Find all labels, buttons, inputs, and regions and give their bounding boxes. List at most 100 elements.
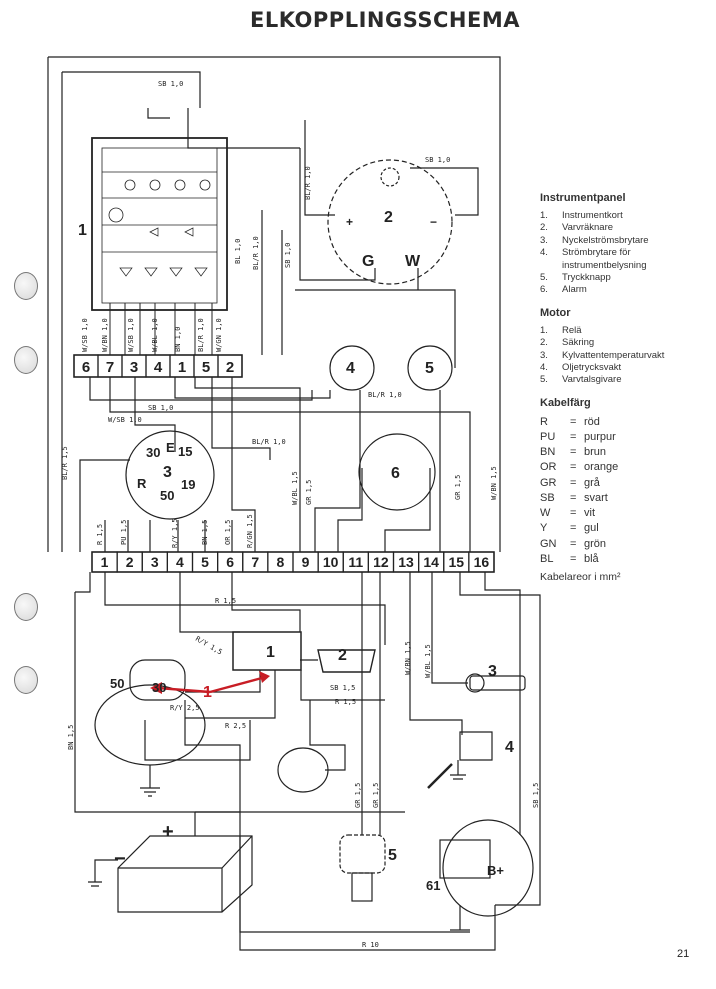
lamp-icon — [199, 179, 211, 191]
ignition-switch-icon — [125, 430, 215, 520]
ign-30-label: 30 — [146, 445, 160, 460]
cable-code: PU — [540, 431, 556, 444]
wire-label: SB 1,0 — [158, 80, 183, 88]
cable-color-row: Y=gul — [540, 521, 712, 536]
cable-color-name: brun — [584, 446, 607, 459]
push-button-number: 5 — [425, 360, 434, 377]
pin-label: 3 — [151, 554, 159, 570]
starter-50-label: 50 — [110, 676, 124, 691]
legend-item-text: Tryckknapp — [562, 272, 611, 284]
cable-code: SB — [540, 491, 555, 504]
wire-label: BN 1,0 — [174, 327, 182, 352]
tach-minus-label: − — [430, 215, 437, 229]
unit-note: Kabelareor i mm² — [540, 570, 621, 583]
pin-label: 6 — [82, 359, 90, 376]
binder-hole — [14, 666, 38, 694]
legend-item: 4.Oljetrycksvakt — [540, 362, 712, 374]
instrument-card-box — [91, 137, 228, 311]
diode-icon — [119, 267, 208, 277]
wire-sb-mid — [89, 377, 313, 401]
wire-label: BL/R 1,0 — [197, 318, 205, 352]
pin-label: 13 — [398, 554, 414, 570]
legend-item-number: 5. — [540, 374, 548, 386]
alarm-icon — [358, 433, 436, 511]
wire-label: BL/R 1,0 — [252, 438, 286, 446]
fuse-number: 2 — [338, 647, 347, 664]
wire-label: R 1,5 — [335, 698, 356, 706]
wire-label: W/BN 1,5 — [490, 466, 498, 500]
rpm-sender-icon — [339, 834, 386, 874]
ground-icon — [450, 760, 466, 780]
wire-label: W/BL 1,0 — [151, 318, 159, 352]
wire-label: R/Y 1,5 — [171, 518, 179, 548]
legend-item-text: Varvtalsgivare — [562, 374, 622, 386]
wire-label: PU 1,5 — [120, 520, 128, 545]
pin-cell — [468, 551, 495, 573]
cable-code: GR — [540, 476, 557, 489]
wire-label: GR 1,5 — [354, 783, 362, 808]
oil-pressure-number: 4 — [505, 739, 514, 756]
legend-heading: Instrumentpanel — [540, 192, 626, 204]
wire-label: R 1,5 — [96, 524, 104, 545]
legend-heading: Motor — [540, 306, 571, 319]
instrument-card-number: 1 — [78, 222, 87, 239]
legend-item: 5. Tryckknapp — [540, 272, 712, 284]
legend-item-number: 1. — [540, 324, 548, 336]
transistor-icon — [108, 207, 124, 223]
wire-label: BL/R 1,5 — [61, 446, 69, 480]
wire-label: W/BL 1,5 — [291, 471, 299, 505]
alt-bplus-label: B+ — [487, 863, 504, 878]
wire-label: R 10 — [362, 941, 379, 949]
wire-label: W/BL 1,5 — [424, 644, 432, 678]
wire-label: BN 1,5 — [201, 520, 209, 545]
tach-g-label: G — [362, 253, 374, 270]
ign-15-label: 15 — [178, 444, 192, 459]
equals-sign: = — [570, 552, 577, 565]
binder-hole — [14, 346, 38, 374]
legend-item-number: 2. — [540, 222, 548, 234]
pin-label: 12 — [373, 554, 389, 570]
ign-r-label: R — [137, 476, 147, 491]
lamp-icon — [149, 179, 161, 191]
relay-number: 1 — [266, 644, 275, 661]
pin-label: 15 — [449, 554, 465, 570]
red-callout — [150, 671, 270, 694]
wire-label: SB 1,0 — [425, 156, 450, 164]
ign-50-label: 50 — [160, 488, 174, 503]
legend-item-text: Säkring — [562, 337, 595, 349]
legend-item-text: Relä — [562, 324, 582, 336]
wire-label: BL/R 1,0 — [252, 236, 260, 270]
legend-item-text: Alarm — [562, 284, 587, 296]
cable-color-row: W=vit — [540, 506, 712, 521]
legend-item-number: 2. — [540, 337, 548, 349]
wire-sb-right — [410, 167, 479, 216]
equals-sign: = — [570, 522, 577, 535]
cable-color-row: PU=purpur — [540, 430, 712, 445]
cable-color-name: vit — [584, 507, 595, 520]
cable-color-name: grön — [584, 537, 607, 550]
wire-label: R/GN 1,5 — [246, 514, 254, 548]
legend-item: 6.Alarm — [540, 284, 712, 296]
pin-label: 16 — [474, 554, 490, 570]
cable-color-row: GR=grå — [540, 476, 712, 491]
pin-label: 6 — [226, 554, 234, 570]
wire-label: W/SB 1,0 — [108, 416, 142, 424]
page-number: 21 — [677, 948, 690, 960]
starter-motor-icon — [94, 684, 206, 766]
pin-label: 9 — [302, 554, 310, 570]
equals-sign: = — [570, 491, 577, 504]
legend-item: 2.Varvräknare — [540, 222, 712, 234]
alarm-number: 6 — [391, 465, 400, 482]
relay-icon — [232, 631, 302, 671]
cable-color-row: GN=grön — [540, 537, 712, 552]
wire-label: W/GN 1,0 — [215, 318, 223, 352]
temp-sender-number: 3 — [488, 663, 497, 680]
ground-icon — [140, 765, 160, 797]
legend-item-number: 5. — [540, 272, 548, 284]
pin-label: 2 — [226, 359, 234, 376]
pointer-arrow — [427, 763, 453, 789]
legend-item-text: Instrumentkort — [562, 210, 623, 221]
legend-item-text: Kylvattentemperaturvakt — [562, 349, 665, 361]
pin-cell — [217, 354, 243, 378]
